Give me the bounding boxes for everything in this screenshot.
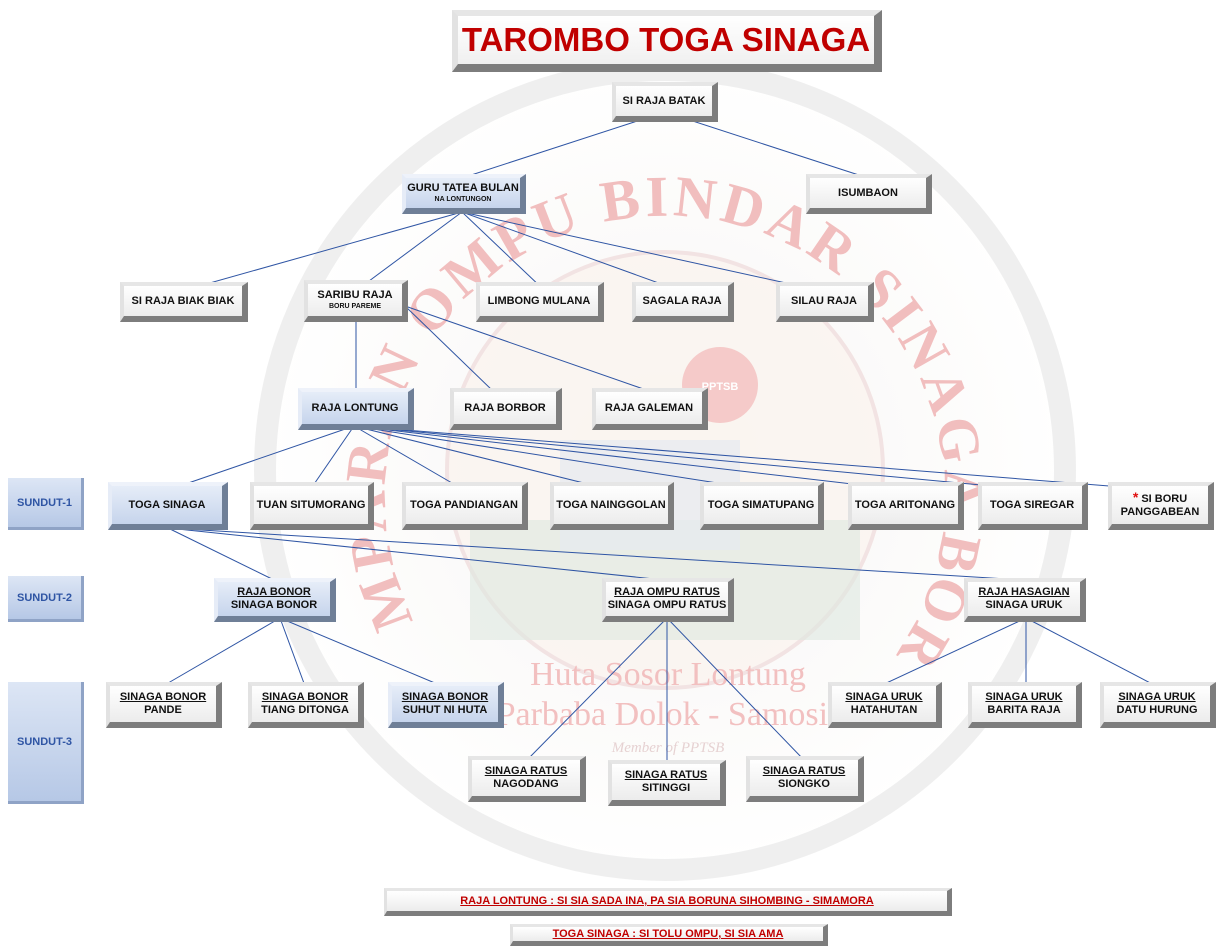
node-tuan-situmorang: TUAN SITUMORANG bbox=[250, 482, 374, 530]
node-label-line2: NAGODANG bbox=[493, 778, 559, 790]
node-label: RAJA LONTUNG bbox=[311, 401, 399, 414]
node-sinaga-ratus-nagodang: SINAGA RATUS NAGODANG bbox=[468, 756, 586, 802]
sundut-1-label: SUNDUT-1 bbox=[8, 478, 84, 530]
node-label: SARIBU RAJA bbox=[317, 289, 393, 301]
node-label: SILAU RAJA bbox=[790, 294, 857, 307]
node-sinaga-bonor-suhut-ni-huta: SINAGA BONOR SUHUT NI HUTA bbox=[388, 682, 504, 728]
sundut-2-label: SUNDUT-2 bbox=[8, 576, 84, 622]
node-label-line2: BARITA RAJA bbox=[987, 704, 1061, 716]
node-toga-sinaga: TOGA SINAGA bbox=[108, 482, 228, 530]
node-label-line2: SINAGA URUK bbox=[985, 599, 1063, 611]
node-label: SAGALA RAJA bbox=[642, 294, 722, 307]
diagram-title: TAROMBO TOGA SINAGA bbox=[452, 10, 882, 72]
node-label-line2: PANDE bbox=[144, 704, 182, 716]
node-raja-lontung: RAJA LONTUNG bbox=[298, 388, 414, 430]
node-toga-pandiangan: TOGA PANDIANGAN bbox=[402, 482, 528, 530]
node-label: TOGA ARITONANG bbox=[854, 498, 956, 511]
node-label: RAJA OMPU RATUS bbox=[614, 586, 720, 598]
node-sublabel: BORU PAREME bbox=[329, 303, 381, 310]
node-raja-galeman: RAJA GALEMAN bbox=[592, 388, 708, 430]
node-label-line2: PANGGABEAN bbox=[1120, 506, 1200, 518]
node-label-line2: SINAGA OMPU RATUS bbox=[607, 599, 727, 611]
sundut-3-label: SUNDUT-3 bbox=[8, 682, 84, 804]
node-raja-hasagian: RAJA HASAGIAN SINAGA URUK bbox=[964, 578, 1086, 622]
node-label: SINAGA BONOR bbox=[119, 691, 207, 703]
node-sinaga-uruk-barita-raja: SINAGA URUK BARITA RAJA bbox=[968, 682, 1082, 728]
node-label-line2: HATAHUTAN bbox=[850, 704, 918, 716]
node-label-line2: SITINGGI bbox=[641, 782, 691, 794]
node-label-line2: SINAGA BONOR bbox=[230, 599, 318, 611]
node-raja-bonor: RAJA BONOR SINAGA BONOR bbox=[214, 578, 336, 622]
node-sagala-raja: SAGALA RAJA bbox=[632, 282, 734, 322]
node-sinaga-bonor-pande: SINAGA BONOR PANDE bbox=[106, 682, 222, 728]
node-label: ISUMBAON bbox=[838, 186, 898, 199]
node-toga-simatupang: TOGA SIMATUPANG bbox=[700, 482, 824, 530]
emblem-text: PPTSB bbox=[702, 381, 739, 393]
node-label: SINAGA URUK bbox=[845, 691, 923, 703]
node-label: TOGA SINAGA bbox=[128, 498, 206, 511]
node-sinaga-ratus-siongko: SINAGA RATUS SIONGKO bbox=[746, 756, 864, 802]
node-sinaga-ratus-sitinggi: SINAGA RATUS SITINGGI bbox=[608, 760, 726, 806]
node-label: GURU TATEA BULAN bbox=[407, 182, 519, 194]
node-label: SINAGA URUK bbox=[985, 691, 1063, 703]
node-label: TOGA PANDIANGAN bbox=[410, 498, 518, 511]
node-label-line2: SUHUT NI HUTA bbox=[402, 704, 488, 716]
node-label: RAJA BONOR bbox=[237, 586, 311, 598]
node-toga-aritonang: TOGA ARITONANG bbox=[848, 482, 964, 530]
node-sinaga-uruk-hatahutan: SINAGA URUK HATAHUTAN bbox=[828, 682, 942, 728]
node-limbong-mulana: LIMBONG MULANA bbox=[476, 282, 604, 322]
node-label-text: SI BORU bbox=[1141, 493, 1188, 505]
node-label: TOGA SIMATUPANG bbox=[707, 498, 815, 511]
node-toga-siregar: TOGA SIREGAR bbox=[978, 482, 1088, 530]
node-label: SI RAJA BATAK bbox=[622, 94, 706, 107]
star-icon: * bbox=[1132, 489, 1139, 505]
node-isumbaon: ISUMBAON bbox=[806, 174, 932, 214]
node-label: SINAGA BONOR bbox=[261, 691, 349, 703]
node-si-raja-biak-biak: SI RAJA BIAK BIAK bbox=[120, 282, 248, 322]
node-label: RAJA GALEMAN bbox=[604, 401, 694, 414]
node-si-raja-batak: SI RAJA BATAK bbox=[612, 82, 718, 122]
node-label-line2: TIANG DITONGA bbox=[261, 704, 349, 716]
node-label: SI RAJA BIAK BIAK bbox=[131, 294, 235, 307]
node-label: SINAGA RATUS bbox=[762, 765, 846, 777]
node-label: SINAGA BONOR bbox=[401, 691, 489, 703]
node-label: SINAGA RATUS bbox=[624, 769, 708, 781]
node-sinaga-uruk-datu-hurung: SINAGA URUK DATU HURUNG bbox=[1100, 682, 1216, 728]
node-label: TUAN SITUMORANG bbox=[256, 498, 366, 511]
node-raja-borbor: RAJA BORBOR bbox=[450, 388, 562, 430]
node-label: SINAGA RATUS bbox=[484, 765, 568, 777]
node-label-line2: SIONGKO bbox=[778, 778, 830, 790]
node-toga-nainggolan: TOGA NAINGGOLAN bbox=[550, 482, 674, 530]
node-raja-ompu-ratus: RAJA OMPU RATUS SINAGA OMPU RATUS bbox=[602, 578, 734, 622]
node-saribu-raja: SARIBU RAJA BORU PAREME bbox=[304, 280, 408, 322]
node-label: LIMBONG MULANA bbox=[487, 294, 591, 307]
node-sinaga-bonor-tiang-ditonga: SINAGA BONOR TIANG DITONGA bbox=[248, 682, 364, 728]
node-silau-raja: SILAU RAJA bbox=[776, 282, 874, 322]
node-si-boru-panggabean: * SI BORU PANGGABEAN bbox=[1108, 482, 1214, 530]
node-sublabel: NA LONTUNGON bbox=[434, 196, 492, 203]
node-guru-tatea-bulan: GURU TATEA BULAN NA LONTUNGON bbox=[402, 174, 526, 214]
node-label: RAJA BORBOR bbox=[464, 401, 546, 414]
node-label: * SI BORU bbox=[1132, 489, 1188, 506]
node-label: SINAGA URUK bbox=[1118, 691, 1196, 703]
watermark-line1: Huta Sosor Lontung bbox=[530, 656, 806, 693]
watermark-line2: Parbaba Dolok - Samosir bbox=[497, 696, 840, 733]
node-label-line2: DATU HURUNG bbox=[1116, 704, 1198, 716]
node-label: RAJA HASAGIAN bbox=[978, 586, 1070, 598]
note-raja-lontung: RAJA LONTUNG : SI SIA SADA INA, PA SIA B… bbox=[384, 888, 952, 916]
note-toga-sinaga: TOGA SINAGA : SI TOLU OMPU, SI SIA AMA bbox=[510, 924, 828, 946]
node-label: TOGA SIREGAR bbox=[989, 498, 1075, 511]
node-label: TOGA NAINGGOLAN bbox=[556, 498, 666, 511]
